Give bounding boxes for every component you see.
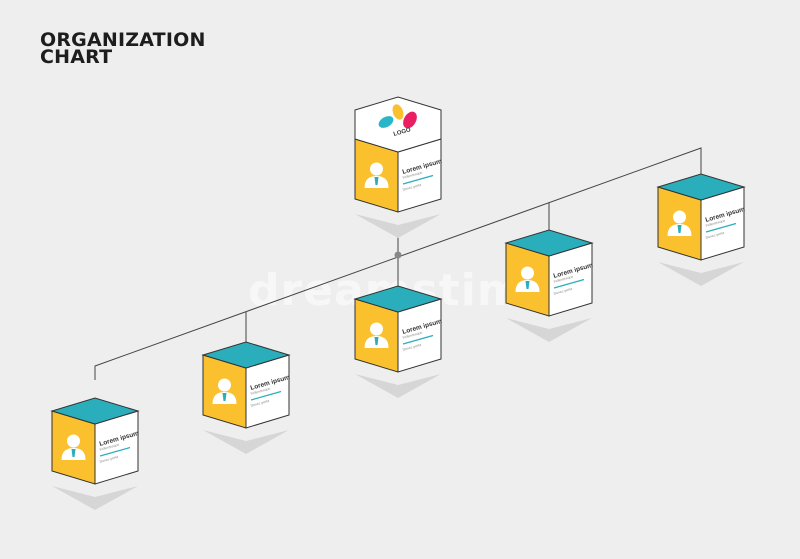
card-accent-line (705, 222, 737, 233)
cube-top-face (504, 229, 594, 257)
cube-shadow (52, 486, 138, 510)
logo-text: LOGO (393, 127, 412, 138)
cube-top-face (656, 173, 746, 201)
card-detail: Donec porta (402, 343, 421, 352)
person-icon (364, 162, 389, 188)
card-role: Pellentesque (402, 171, 423, 180)
logo-cap: LOGO (354, 96, 442, 153)
card-detail: Donec porta (553, 287, 572, 296)
card-role: Pellentesque (553, 275, 574, 284)
cube-shadow (658, 262, 744, 286)
card-detail: Donec porta (99, 455, 118, 464)
connector-lines (94, 147, 702, 380)
card-role: Pellentesque (250, 387, 271, 396)
person-icon (515, 266, 540, 292)
card-accent-line (402, 334, 434, 345)
card-role: Pellentesque (402, 331, 423, 340)
card-role: Pellentesque (705, 219, 726, 228)
logo-mark-icon (378, 104, 417, 129)
card-role: Pellentesque (99, 443, 120, 452)
card-detail: Donec porta (250, 399, 269, 408)
cube-shadow (355, 374, 441, 398)
cube-top-face (50, 397, 140, 425)
card-accent-line (99, 446, 131, 457)
person-icon (667, 210, 692, 236)
card-accent-line (250, 390, 282, 401)
cube-shadow (355, 214, 441, 238)
chart-title-line1: ORGANIZATION (40, 29, 206, 51)
person-icon (364, 322, 389, 348)
card-accent-line (553, 278, 585, 289)
cube-shadow (506, 318, 592, 342)
card-accent-line (402, 174, 434, 185)
person-icon (212, 378, 237, 404)
person-icon (61, 434, 86, 460)
card-detail: Donec porta (402, 183, 421, 192)
cube-top-face (201, 341, 291, 369)
cube-shadow (203, 430, 289, 454)
cube-top-face (353, 285, 443, 313)
chart-title: ORGANIZATION CHART (40, 29, 206, 68)
card-detail: Donec porta (705, 231, 724, 240)
chart-title-line2: CHART (40, 46, 113, 68)
connector-main (94, 147, 702, 380)
logo-face (354, 96, 442, 153)
connector-junction (394, 251, 402, 259)
